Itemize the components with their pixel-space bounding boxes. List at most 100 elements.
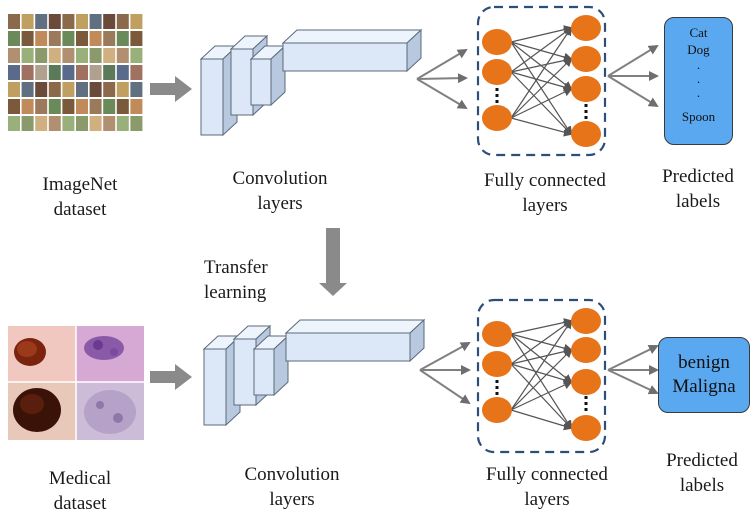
predicted-labels-label-top: Predicted labels bbox=[662, 166, 734, 212]
conv-layer-top-face bbox=[281, 29, 423, 44]
fc-connection bbox=[510, 26, 573, 73]
fc-dashed-frame bbox=[476, 5, 607, 157]
neuron bbox=[482, 29, 512, 55]
fc-connection bbox=[510, 57, 573, 119]
conv-layers-label-top: Convolution layers bbox=[232, 168, 328, 214]
neuron bbox=[482, 351, 512, 377]
fc-connection bbox=[510, 56, 573, 73]
class-label: . bbox=[696, 71, 701, 86]
imagenet-thumbnail bbox=[8, 82, 20, 97]
fc-layers-label-top: Fully connected layers bbox=[484, 170, 606, 216]
imagenet-thumbnail bbox=[35, 82, 48, 97]
neuron bbox=[482, 59, 512, 85]
imagenet-thumbnail bbox=[89, 48, 102, 63]
imagenet-thumbnail bbox=[103, 82, 116, 97]
imagenet-thumbnail bbox=[35, 14, 48, 29]
imagenet-thumbnail bbox=[21, 48, 34, 63]
fc-network-top bbox=[476, 5, 607, 157]
imagenet-thumbnail bbox=[103, 31, 116, 46]
fan-arrow bbox=[419, 369, 471, 405]
imagenet-thumbnail bbox=[116, 65, 129, 80]
imagenet-thumbnail bbox=[116, 31, 129, 46]
conv-layer-stack-top bbox=[199, 28, 423, 137]
imagenet-thumbnail bbox=[62, 65, 75, 80]
class-label: Dog bbox=[687, 42, 710, 57]
neuron bbox=[571, 76, 601, 102]
imagenet-thumbnail bbox=[103, 99, 116, 114]
imagenet-thumbnail bbox=[8, 14, 20, 29]
dataset-to-conv-arrows bbox=[150, 76, 192, 390]
ellipsis-dot bbox=[495, 392, 499, 395]
neuron bbox=[571, 121, 601, 147]
imagenet-thumbnail bbox=[21, 99, 34, 114]
ellipsis-dot bbox=[495, 88, 499, 91]
fan-arrow bbox=[607, 345, 659, 371]
fan-arrow bbox=[607, 75, 659, 108]
imagenet-thumbnail bbox=[35, 31, 48, 46]
imagenet-thumbnail bbox=[8, 31, 20, 46]
imagenet-thumbnail bbox=[8, 65, 20, 80]
conv-layer-top-face bbox=[284, 319, 426, 334]
imagenet-thumbnail bbox=[89, 31, 102, 46]
imagenet-thumbnail bbox=[89, 116, 102, 131]
imagenet-thumbnail bbox=[35, 65, 48, 80]
class-label: . bbox=[696, 57, 701, 72]
neuron bbox=[571, 308, 601, 334]
conv-layer-front-face bbox=[230, 48, 254, 116]
imagenet-thumbnail bbox=[103, 14, 116, 29]
class-label: Cat bbox=[689, 25, 708, 40]
fc-connection bbox=[510, 380, 573, 411]
imagenet-thumbnail bbox=[48, 99, 61, 114]
conv-layer-front-face bbox=[253, 348, 275, 396]
arrow-top-dataset bbox=[150, 76, 192, 102]
fc-connection bbox=[510, 348, 573, 411]
neuron bbox=[571, 46, 601, 72]
imagenet-thumbnail bbox=[116, 82, 129, 97]
ellipsis-dot bbox=[584, 396, 588, 399]
imagenet-thumbnail bbox=[21, 14, 34, 29]
imagenet-thumbnail bbox=[89, 99, 102, 114]
predicted-labels-box-bottom: benign Maligna bbox=[658, 337, 750, 413]
ellipsis-dot bbox=[584, 402, 588, 405]
imagenet-thumbnail bbox=[35, 48, 48, 63]
neuron bbox=[571, 415, 601, 441]
imagenet-thumbnail bbox=[62, 99, 75, 114]
fc-connection bbox=[510, 25, 573, 43]
imagenet-thumbnail bbox=[103, 116, 116, 131]
imagenet-thumbnail bbox=[35, 99, 48, 114]
fan-arrow bbox=[416, 73, 468, 84]
imagenet-thumbnail bbox=[76, 116, 88, 131]
imagenet-dataset-label: ImageNet dataset bbox=[42, 174, 118, 220]
neuron bbox=[571, 337, 601, 363]
conv-to-fc-arrows-bottom bbox=[419, 342, 471, 405]
imagenet-thumbnail bbox=[8, 99, 20, 114]
imagenet-thumbnail bbox=[89, 82, 102, 97]
imagenet-thumbnail bbox=[103, 48, 116, 63]
imagenet-thumbnail bbox=[48, 65, 61, 80]
conv-layer-front-face bbox=[233, 338, 257, 406]
conv-layer-front-face bbox=[285, 332, 411, 362]
imagenet-thumbnail bbox=[130, 31, 143, 46]
imagenet-thumbnail bbox=[8, 116, 20, 131]
neuron bbox=[482, 321, 512, 347]
imagenet-thumbnail bbox=[116, 99, 129, 114]
ellipsis-dot bbox=[584, 110, 588, 113]
imagenet-thumbnail bbox=[89, 65, 102, 80]
ellipsis-dot bbox=[584, 116, 588, 119]
fc-layers-label-bottom: Fully connected layers bbox=[486, 464, 608, 510]
ellipsis-dot bbox=[495, 386, 499, 389]
fan-arrow bbox=[416, 48, 468, 80]
conv-layer-front-face bbox=[250, 58, 272, 106]
imagenet-thumbnail bbox=[76, 82, 88, 97]
imagenet-thumbnail bbox=[76, 48, 88, 63]
conv-layer-front-face bbox=[282, 42, 408, 72]
medical-sample-images bbox=[8, 326, 144, 440]
fc-connection bbox=[510, 409, 573, 431]
fc-to-labels-arrows-top bbox=[607, 44, 659, 108]
imagenet-thumbnail bbox=[116, 48, 129, 63]
imagenet-thumbnail bbox=[48, 31, 61, 46]
ellipsis-dot bbox=[584, 408, 588, 411]
imagenet-thumbnail bbox=[21, 65, 34, 80]
fan-arrow bbox=[607, 44, 659, 77]
